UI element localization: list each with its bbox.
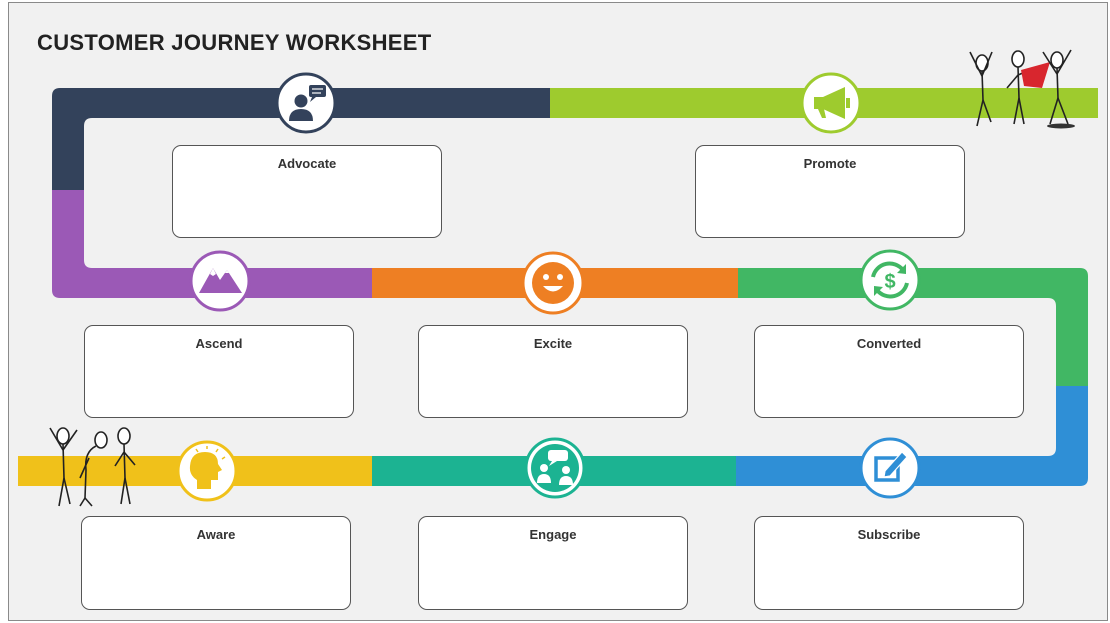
path-segment-converted bbox=[736, 268, 1088, 386]
speaker-person-icon bbox=[275, 72, 337, 134]
stage-box-subscribe[interactable]: Subscribe bbox=[754, 516, 1024, 610]
stage-box-advocate[interactable]: Advocate bbox=[172, 145, 442, 238]
stage-label-engage: Engage bbox=[529, 527, 577, 542]
edit-note-icon bbox=[859, 437, 921, 499]
path-segment-advocate bbox=[52, 88, 552, 190]
smiley-face-icon bbox=[521, 251, 585, 315]
mountains-icon bbox=[189, 250, 251, 312]
stage-box-converted[interactable]: Converted bbox=[754, 325, 1024, 418]
stage-label-converted: Converted bbox=[856, 336, 922, 351]
path-segment-ascend bbox=[52, 188, 372, 298]
head-lightbulb-icon bbox=[176, 440, 238, 502]
stage-box-promote[interactable]: Promote bbox=[695, 145, 965, 238]
stage-label-ascend: Ascend bbox=[195, 336, 243, 351]
megaphone-icon bbox=[800, 72, 862, 134]
stage-box-excite[interactable]: Excite bbox=[418, 325, 688, 418]
bored-figures-illustration bbox=[49, 427, 136, 507]
stage-label-advocate: Advocate bbox=[277, 156, 337, 171]
stage-box-ascend[interactable]: Ascend bbox=[84, 325, 354, 418]
stage-label-subscribe: Subscribe bbox=[857, 527, 921, 542]
stage-box-aware[interactable]: Aware bbox=[81, 516, 351, 610]
celebrating-figures-illustration bbox=[969, 49, 1075, 129]
path-segment-subscribe bbox=[736, 384, 1088, 486]
svg-text:$: $ bbox=[884, 271, 895, 293]
stage-label-promote: Promote bbox=[803, 156, 857, 171]
conversation-icon bbox=[524, 437, 586, 499]
stage-label-excite: Excite bbox=[533, 336, 573, 351]
page-title: CUSTOMER JOURNEY WORKSHEET bbox=[37, 30, 432, 55]
stage-box-engage[interactable]: Engage bbox=[418, 516, 688, 610]
dollar-cycle-icon: $ bbox=[859, 249, 921, 311]
stage-label-aware: Aware bbox=[196, 527, 236, 542]
